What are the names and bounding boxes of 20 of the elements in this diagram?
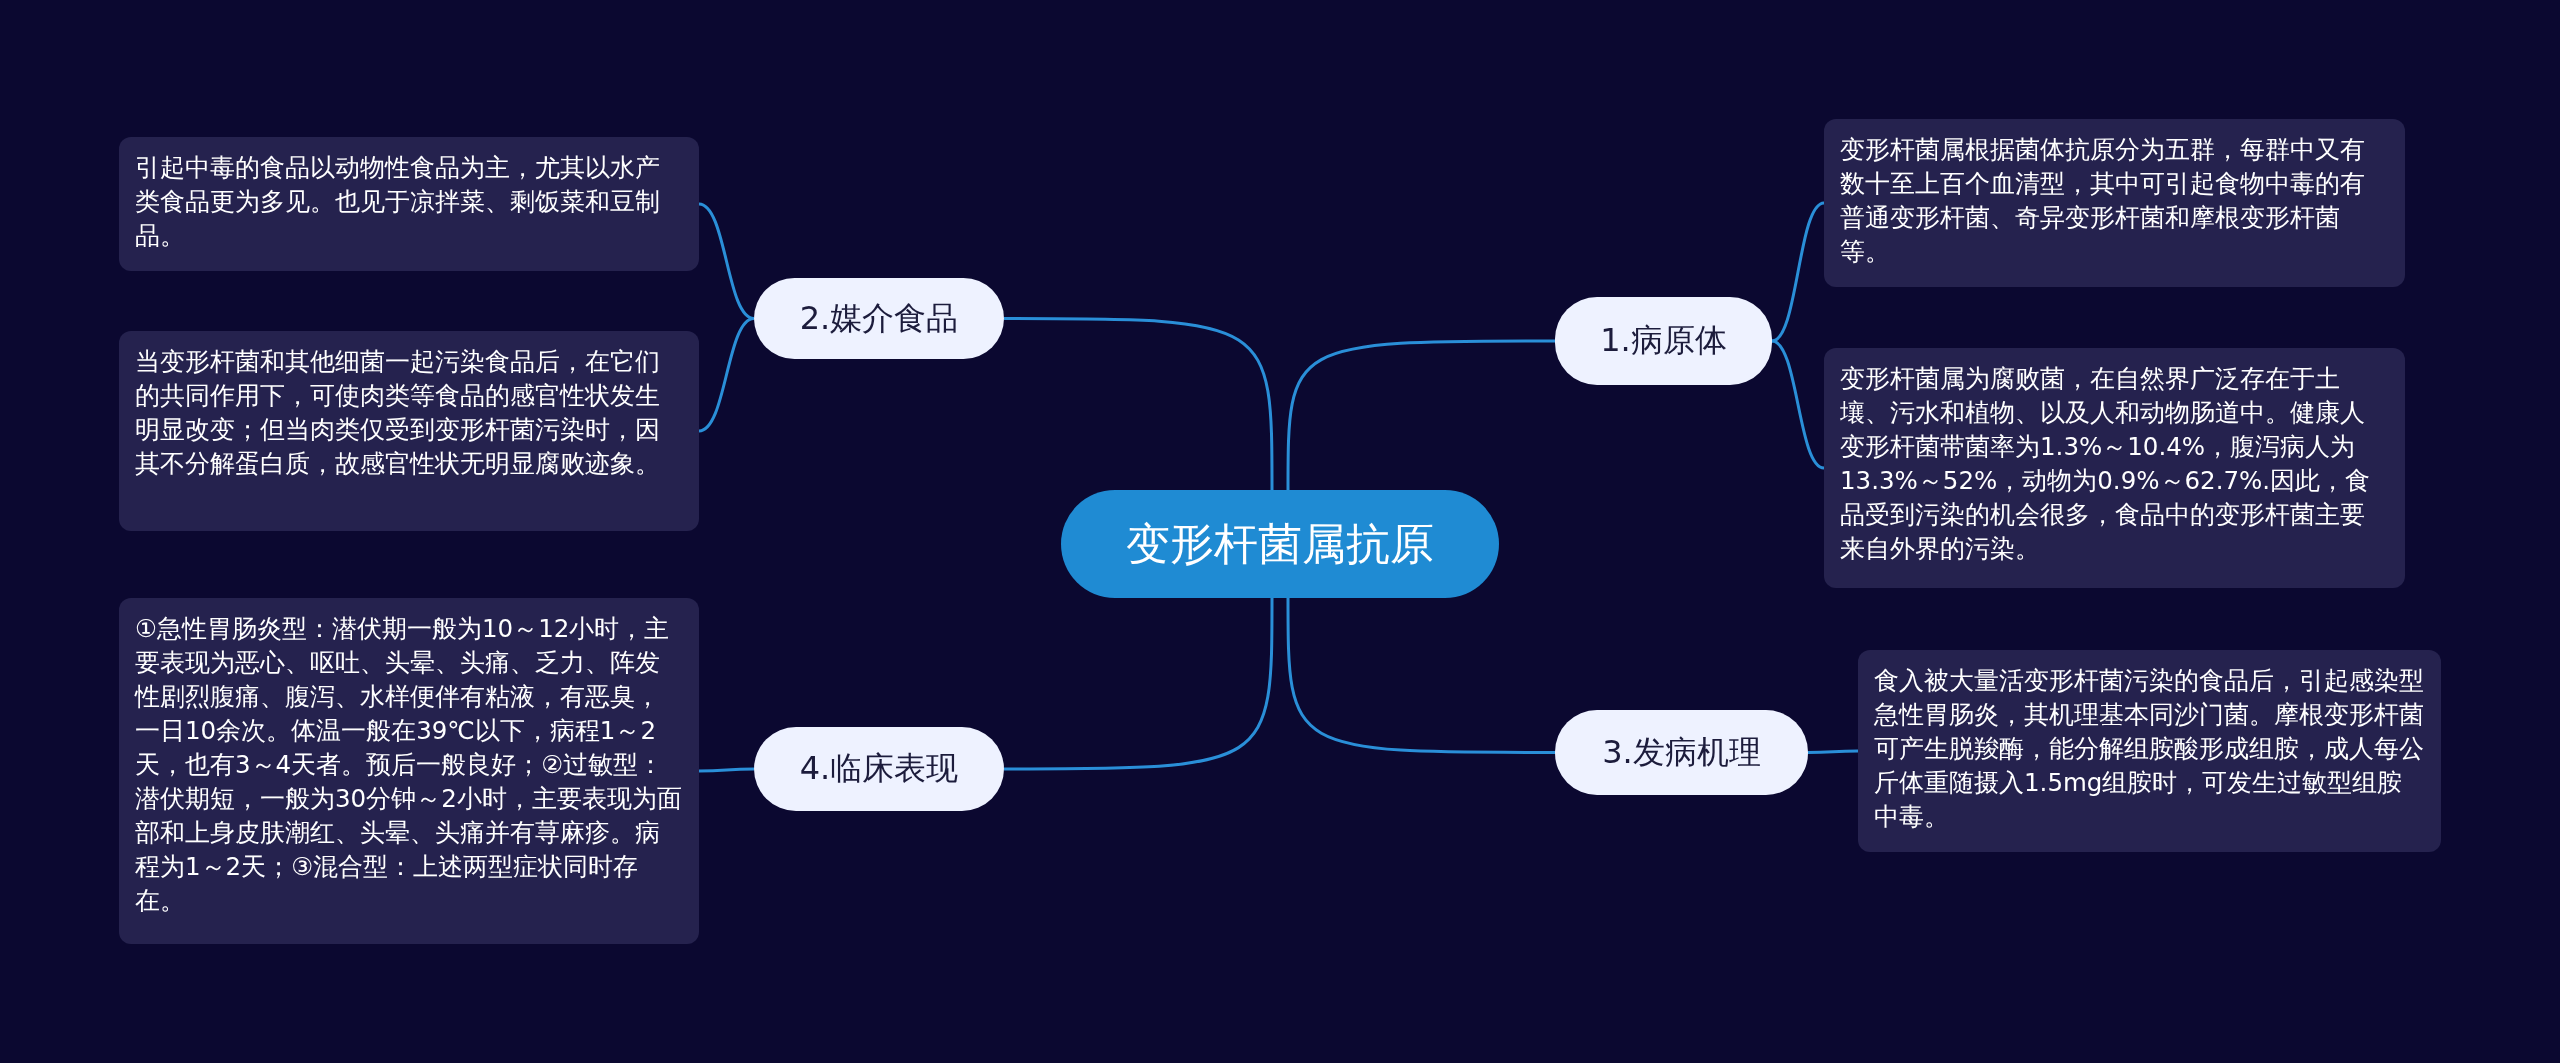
central-topic-box: 变形杆菌属抗原 [1061,490,1499,598]
connector-line [1808,749,1858,754]
note-box: 变形杆菌属根据菌体抗原分为五群，每群中又有数十至上百个血清型，其中可引起食物中毒的有普通变形杆菌、奇异变形杆菌和摩根变形杆菌等。 [1824,119,2405,287]
topic-box: 2.媒介食品 [754,278,1004,359]
topic-box: 3.发病机理 [1555,710,1808,795]
note-box: ①急性胃肠炎型：潜伏期一般为10～12小时，主要表现为恶心、呕吐、头晕、头痛、乏力、阵发性剧烈腹痛、腹泻、水样便伴有粘液，有恶臭，一日10余次。体温一般在39℃以下，病程1～2天，也有3～4天者。预后一般良好；②过敏型：潜伏期短，一般为30分钟～2小时，主要表现为面部和上身皮肤潮红、头晕、头痛并有荨麻疹。病程为1～2天；③混合型：上述两型症状同时存在。 [119,598,699,944]
connector-line [1286,339,1555,490]
note-box: 引起中毒的食品以动物性食品为主，尤其以水产类食品更为多见。也见于凉拌菜、剩饭菜和豆制品。 [119,137,699,271]
connector-line [1771,339,1825,470]
connector-line [1004,317,1274,490]
connector-line [699,767,754,773]
connector-line [1004,598,1274,771]
connector-line [1771,201,1825,343]
connector-line [698,317,755,433]
note-box: 食入被大量活变形杆菌污染的食品后，引起感染型急性胃肠炎，其机理基本同沙门菌。摩根变形杆菌可产生脱羧酶，能分解组胺酸形成组胺，成人每公斤体重随摄入1.5mg组胺时，可发生过敏型组胺中毒。 [1858,650,2441,852]
note-box: 当变形杆菌和其他细菌一起污染食品后，在它们的共同作用下，可使肉类等食品的感官性状发生明显改变；但当肉类仅受到变形杆菌污染时，因其不分解蛋白质，故感官性状无明显腐败迹象。 [119,331,699,531]
topic-box: 4.临床表现 [754,727,1004,811]
connector-line [1286,598,1555,754]
note-box: 变形杆菌属为腐败菌，在自然界广泛存在于土壤、污水和植物、以及人和动物肠道中。健康人变形杆菌带菌率为1.3%～10.4%，腹泻病人为13.3%～52%，动物为0.9%～62.7%.因此，食品受到污染的机会很多，食品中的变形杆菌主要来自外界的污染。 [1824,348,2405,588]
topic-box: 1.病原体 [1555,297,1772,385]
